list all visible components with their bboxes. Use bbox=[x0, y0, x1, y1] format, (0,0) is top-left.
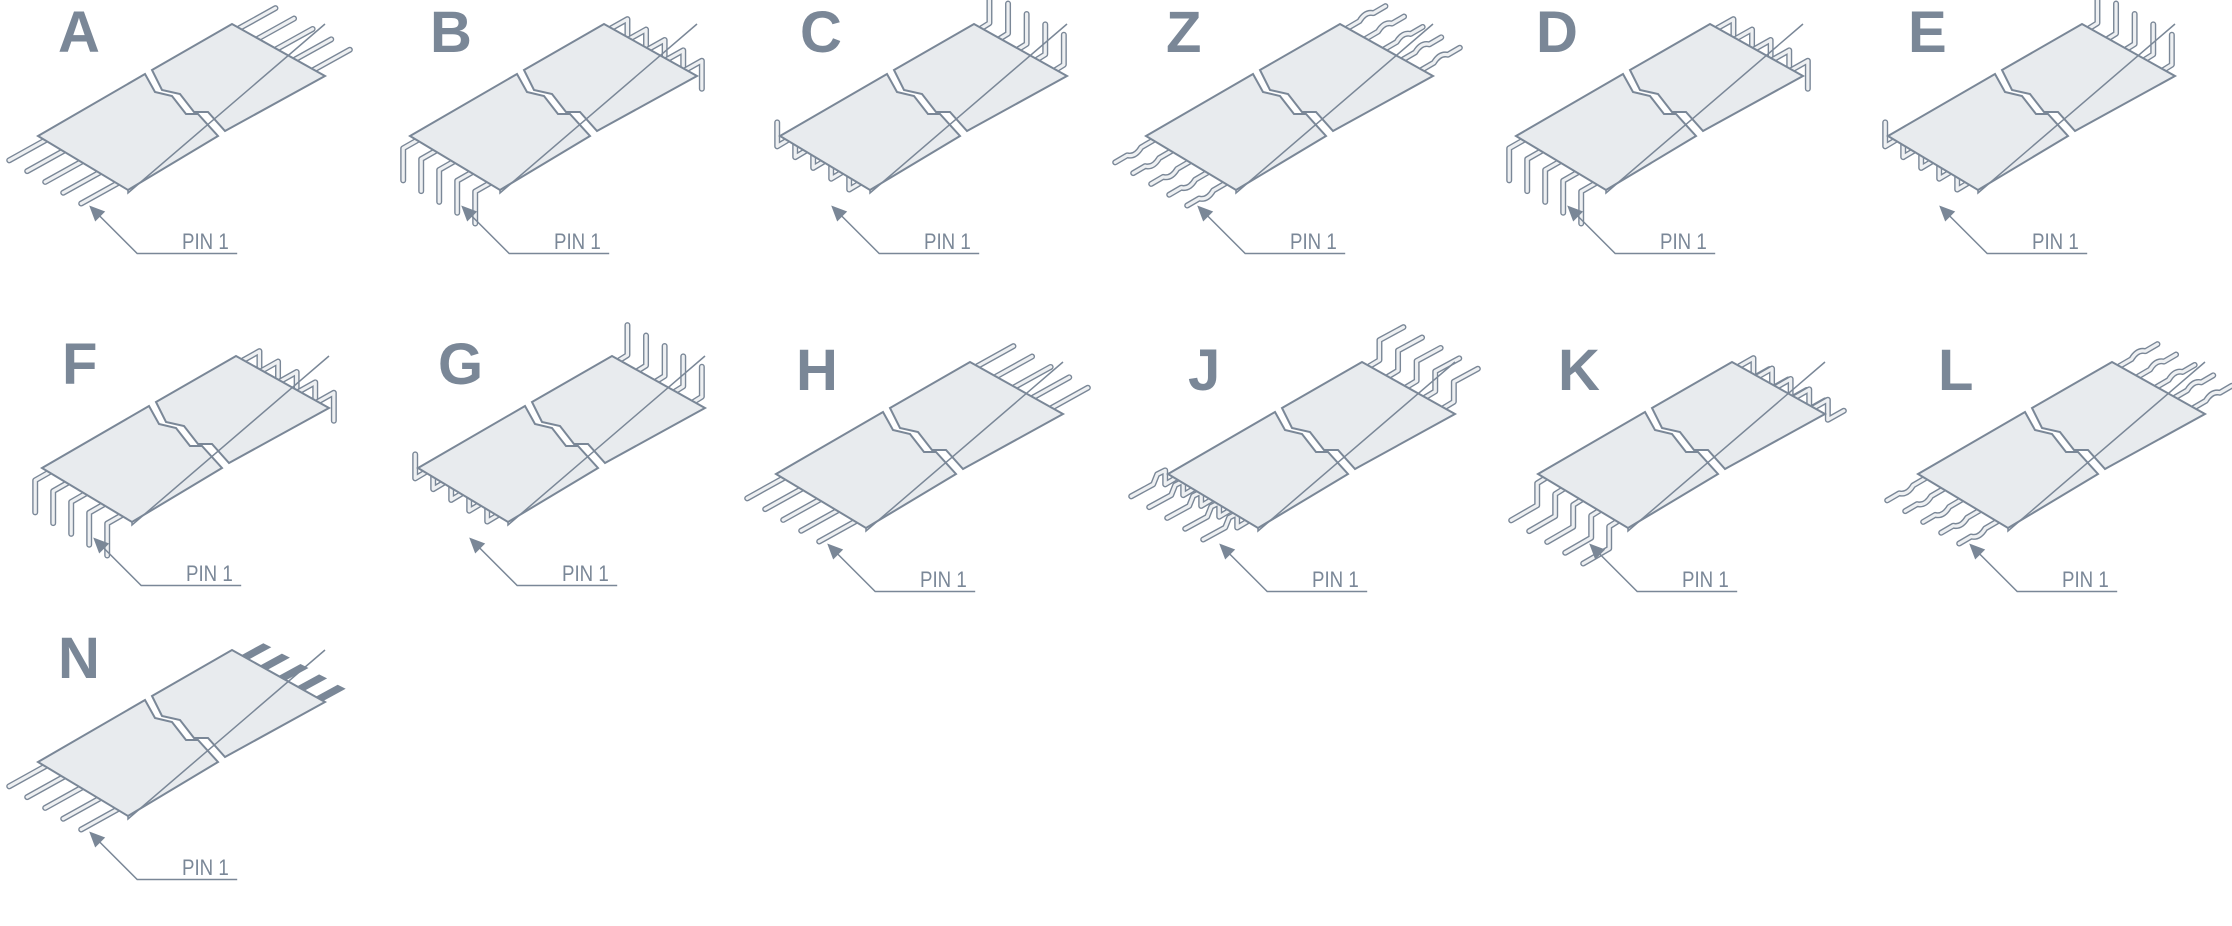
pin1-arrowhead bbox=[89, 831, 106, 848]
package-body-right bbox=[530, 354, 708, 465]
pin1-leader-line bbox=[1200, 208, 1346, 255]
package-body-left bbox=[36, 698, 220, 818]
package-body-right bbox=[1628, 22, 1806, 133]
pin1-leader-line bbox=[834, 208, 980, 255]
package-body-left bbox=[416, 404, 600, 524]
lead-form-letter: D bbox=[1536, 0, 1578, 65]
lead-form-letter: N bbox=[58, 626, 100, 691]
pin1-label: PIN 1 bbox=[182, 228, 229, 254]
pin1-arrowhead bbox=[1589, 543, 1606, 560]
pin1-leader-line bbox=[1592, 546, 1738, 593]
panel-a: A PIN 1 bbox=[0, 0, 372, 300]
panel-d: D PIN 1 bbox=[1478, 0, 1850, 300]
pin1-leader-line bbox=[472, 540, 618, 587]
package-body-right bbox=[888, 360, 1066, 471]
package-body-right bbox=[150, 22, 328, 133]
panel-b: B PIN 1 bbox=[372, 0, 744, 300]
lead-form-letter: H bbox=[796, 338, 838, 403]
package-body-left bbox=[1514, 72, 1698, 192]
lead-form-letter: B bbox=[430, 0, 472, 65]
pin1-label: PIN 1 bbox=[554, 228, 601, 254]
package-body-left bbox=[1144, 72, 1328, 192]
lead-form-letter: C bbox=[800, 0, 842, 65]
pin1-label: PIN 1 bbox=[1290, 228, 1337, 254]
pin1-label: PIN 1 bbox=[2062, 566, 2109, 592]
lead bbox=[1508, 475, 1549, 524]
panel-h: H PIN 1 bbox=[738, 338, 1110, 638]
contact-pad bbox=[315, 684, 346, 701]
panel-l: L PIN 1 bbox=[1880, 338, 2232, 638]
package-body-left bbox=[774, 410, 958, 530]
pin1-arrowhead bbox=[93, 537, 110, 554]
package-body-right bbox=[522, 22, 700, 133]
pin1-label: PIN 1 bbox=[186, 560, 233, 586]
lead-form-letter: A bbox=[58, 0, 100, 65]
package-body-left bbox=[36, 72, 220, 192]
pin1-label: PIN 1 bbox=[2032, 228, 2079, 254]
package-body-left bbox=[408, 72, 592, 192]
contact-pad bbox=[259, 653, 290, 670]
pin1-arrowhead bbox=[469, 537, 486, 554]
contact-pad bbox=[278, 664, 309, 680]
pin1-arrowhead bbox=[831, 205, 848, 222]
package-body-left bbox=[1886, 72, 2070, 192]
panel-f: F PIN 1 bbox=[4, 332, 376, 632]
pin1-label: PIN 1 bbox=[1682, 566, 1729, 592]
contact-pad bbox=[297, 674, 328, 691]
package-body-right bbox=[1650, 360, 1828, 471]
panel-k: K PIN 1 bbox=[1500, 338, 1872, 638]
contact-pad bbox=[241, 643, 272, 660]
package-body-right bbox=[150, 648, 328, 759]
package-body-right bbox=[892, 22, 1070, 133]
package-body-left bbox=[1536, 410, 1720, 530]
package-body-left bbox=[1916, 410, 2100, 530]
pin1-label: PIN 1 bbox=[1312, 566, 1359, 592]
panel-z: Z PIN 1 bbox=[1108, 0, 1480, 300]
pin1-arrowhead bbox=[1567, 205, 1584, 222]
package-body-right bbox=[2000, 22, 2178, 133]
pin1-leader-line bbox=[1942, 208, 2088, 255]
lead-form-letter: K bbox=[1558, 338, 1600, 403]
lead-form-letter: G bbox=[438, 332, 484, 397]
pin1-leader-line bbox=[92, 208, 238, 255]
pin1-arrowhead bbox=[1197, 205, 1214, 222]
pin1-leader-line bbox=[1972, 546, 2118, 593]
package-body-left bbox=[1166, 410, 1350, 530]
lead-form-letter: Z bbox=[1166, 0, 1202, 65]
pin1-arrowhead bbox=[89, 205, 106, 222]
package-body-left bbox=[778, 72, 962, 192]
lead-form-letter: L bbox=[1938, 338, 1974, 403]
pin1-arrowhead bbox=[1219, 543, 1236, 560]
pin1-leader-line bbox=[464, 208, 610, 255]
pin1-label: PIN 1 bbox=[924, 228, 971, 254]
pin1-arrowhead bbox=[827, 543, 844, 560]
pin1-label: PIN 1 bbox=[920, 566, 967, 592]
panel-g: G PIN 1 bbox=[380, 322, 752, 632]
pin1-arrowhead bbox=[1939, 205, 1956, 222]
package-body-right bbox=[2030, 360, 2208, 471]
panel-e: E PIN 1 bbox=[1850, 0, 2222, 300]
lead-form-letter: E bbox=[1908, 0, 1947, 65]
pin1-label: PIN 1 bbox=[182, 854, 229, 880]
package-body-left bbox=[40, 404, 224, 524]
pin1-arrowhead bbox=[461, 205, 478, 222]
package-body-right bbox=[1258, 22, 1436, 133]
panel-n: N PIN 1 bbox=[0, 626, 372, 926]
panel-j: J PIN 1 bbox=[1128, 324, 1502, 638]
lead-form-letter: F bbox=[62, 332, 98, 397]
pin1-leader-line bbox=[96, 540, 242, 587]
pin1-leader-line bbox=[92, 834, 238, 881]
package-body-right bbox=[154, 354, 332, 465]
package-body-right bbox=[1280, 360, 1458, 471]
pin1-leader-line bbox=[1570, 208, 1716, 255]
pin1-label: PIN 1 bbox=[562, 560, 609, 586]
lead bbox=[1440, 365, 1481, 411]
panel-c: C PIN 1 bbox=[742, 0, 1114, 300]
pin1-leader-line bbox=[830, 546, 976, 593]
pin1-arrowhead bbox=[1969, 543, 1986, 560]
lead-form-letter: J bbox=[1188, 338, 1221, 403]
pin1-label: PIN 1 bbox=[1660, 228, 1707, 254]
pin1-leader-line bbox=[1222, 546, 1368, 593]
